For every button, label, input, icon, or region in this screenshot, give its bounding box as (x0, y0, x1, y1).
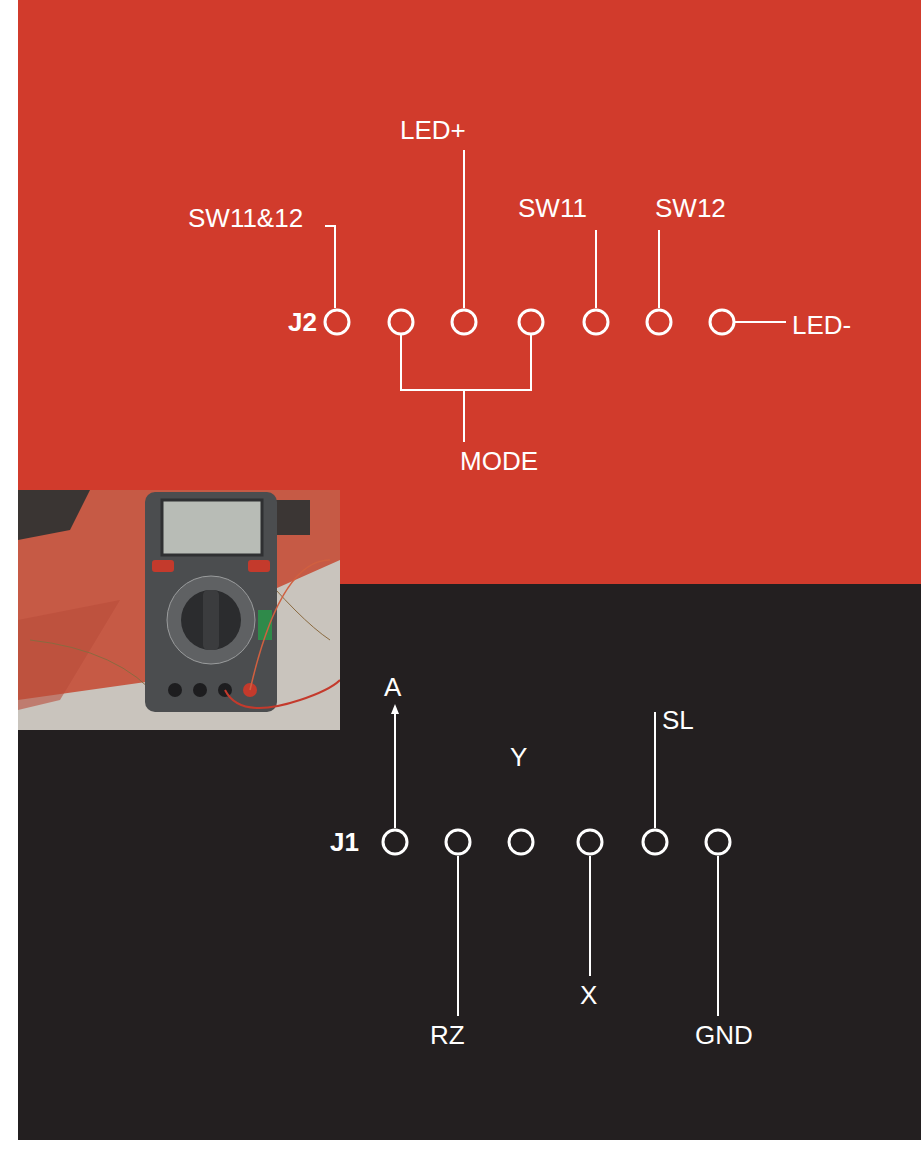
connector-name: J2 (288, 307, 317, 337)
pin-name: X (580, 980, 597, 1010)
j2-leaders (325, 150, 786, 442)
pin-name: MODE (460, 446, 538, 476)
j1-leaders (395, 708, 718, 1016)
arrow-head (391, 704, 399, 714)
pin-name: SW11&12 (188, 203, 303, 233)
j2-pins (325, 310, 734, 334)
j1-pins (383, 830, 730, 854)
pin-name: SW12 (655, 193, 726, 223)
pin-name: LED- (792, 310, 851, 340)
pin-name: GND (695, 1020, 753, 1050)
pin-name: A (384, 672, 401, 702)
pin-name: LED+ (400, 115, 466, 145)
pin-name: SL (662, 705, 694, 735)
pin-name: SW11 (518, 193, 587, 223)
pin-name: Y (510, 742, 527, 772)
connector-name: J1 (330, 827, 359, 857)
pin-name: RZ (430, 1020, 465, 1050)
multimeter-photo (18, 490, 340, 730)
